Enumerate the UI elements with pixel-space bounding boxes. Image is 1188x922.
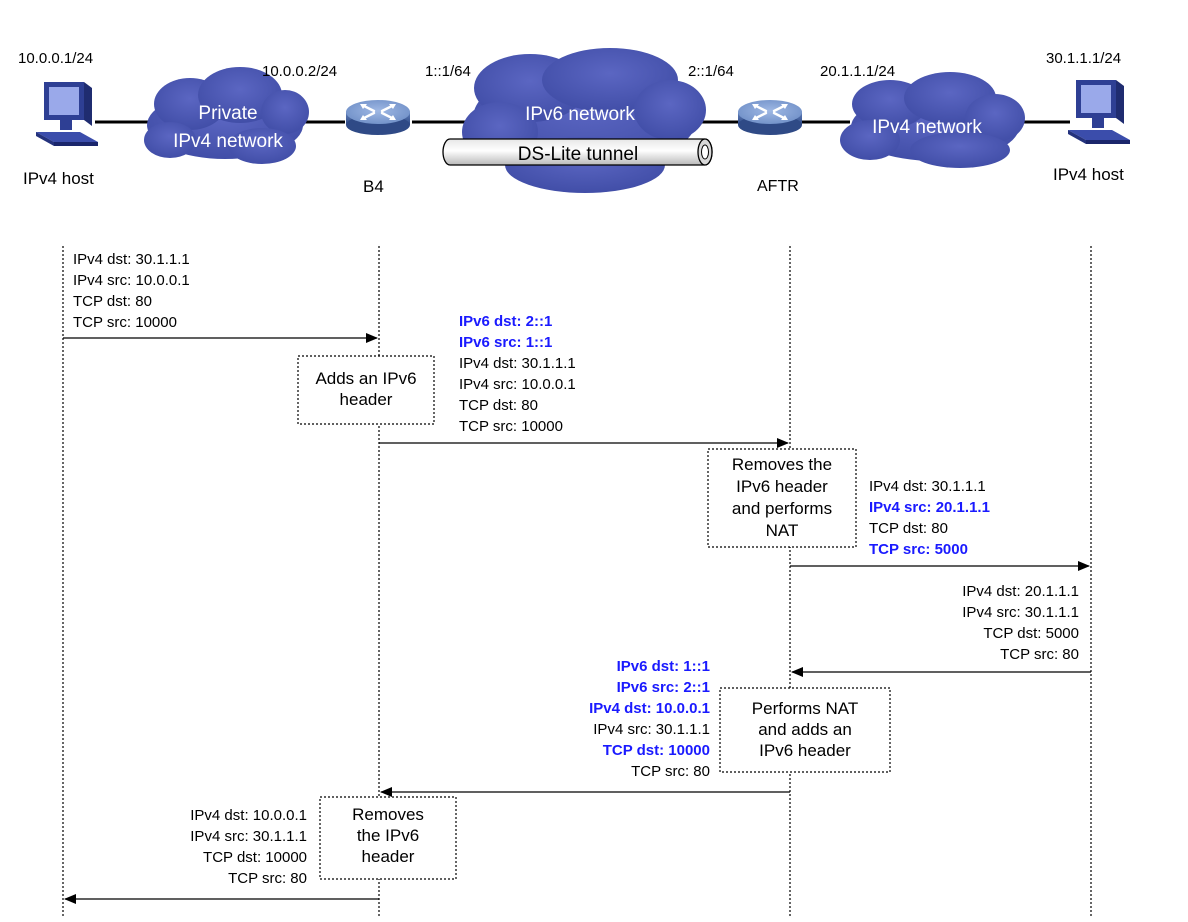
tunnel-label: DS-Lite tunnel <box>518 144 638 165</box>
b4-ip: 10.0.0.2/24 <box>262 63 337 80</box>
packet-field: IPv4 src: 10.0.0.1 <box>73 272 190 289</box>
packet-field: IPv4 dst: 30.1.1.1 <box>73 251 190 268</box>
note-nat-add-ipv6-header: Performs NAT and adds an IPv6 header <box>719 687 891 773</box>
note-text-line: NAT <box>766 521 799 540</box>
packet-field: TCP src: 10000 <box>459 418 563 435</box>
packet-field-changed: IPv4 src: 20.1.1.1 <box>869 499 990 516</box>
ipv4-network-cloud: IPv4 network <box>840 72 1025 168</box>
router-icon <box>736 98 804 137</box>
aftr-ip: 20.1.1.1/24 <box>820 63 895 80</box>
packet-field-changed: IPv6 src: 2::1 <box>617 679 710 696</box>
packet-field: TCP src: 80 <box>1000 646 1079 663</box>
note-text-line: Removes the <box>732 455 832 474</box>
packet-field: IPv4 src: 30.1.1.1 <box>962 604 1079 621</box>
aftr-name: AFTR <box>757 178 799 195</box>
private-cloud-label-line2: IPv4 network <box>173 131 283 152</box>
ipv6-left-ip: 1::1/64 <box>425 63 471 80</box>
ipv6-cloud-label: IPv6 network <box>525 104 635 125</box>
packet-field: IPv4 src: 30.1.1.1 <box>190 828 307 845</box>
left-host-name: IPv4 host <box>23 169 94 188</box>
computer-icon <box>36 82 98 146</box>
note-text-line: Removes <box>352 805 424 824</box>
right-ipv4-host: 30.1.1.1/24 IPv4 host <box>1046 50 1130 184</box>
computer-icon <box>1068 80 1130 144</box>
left-ipv4-host: 10.0.0.1/24 IPv4 host <box>18 50 98 188</box>
packet-field: TCP dst: 80 <box>869 520 948 537</box>
packet-field-changed: IPv4 dst: 10.0.0.1 <box>589 700 710 717</box>
note-text-line: header <box>362 847 415 866</box>
note-text-line: the IPv6 <box>357 826 419 845</box>
private-cloud-label-line1: Private <box>198 103 257 124</box>
router-icon <box>344 98 412 137</box>
b4-name: B4 <box>363 177 384 196</box>
right-host-name: IPv4 host <box>1053 165 1124 184</box>
packet-field: IPv4 dst: 30.1.1.1 <box>869 478 986 495</box>
b4-router: 10.0.0.2/24 B4 <box>262 63 412 196</box>
packet-field: TCP dst: 10000 <box>203 849 307 866</box>
note-text-line: Performs NAT <box>752 699 858 718</box>
packet-field: IPv4 src: 10.0.0.1 <box>459 376 576 393</box>
note-text-line: IPv6 header <box>759 741 851 760</box>
note-text-line: and adds an <box>758 720 852 739</box>
packet-field-changed: IPv6 dst: 1::1 <box>617 658 710 675</box>
ipv4-cloud-label: IPv4 network <box>872 117 982 138</box>
packet-field: TCP dst: 5000 <box>983 625 1079 642</box>
note-text-line: IPv6 header <box>736 477 828 496</box>
packet-field-changed: TCP dst: 10000 <box>603 742 710 759</box>
private-ipv4-network-cloud: Private IPv4 network <box>144 67 309 164</box>
packet-field: IPv4 dst: 10.0.0.1 <box>190 807 307 824</box>
note-text-line: and performs <box>732 499 832 518</box>
note-remove-ipv6-header: Removes the IPv6 header <box>319 796 457 880</box>
note-add-ipv6-header: Adds an IPv6 header <box>297 355 435 425</box>
packet-field: TCP src: 80 <box>228 870 307 887</box>
ipv6-right-ip: 2::1/64 <box>688 63 734 80</box>
packet-field-changed: IPv6 dst: 2::1 <box>459 313 552 330</box>
packet-field-changed: IPv6 src: 1::1 <box>459 334 552 351</box>
ds-lite-tunnel: DS-Lite tunnel <box>442 138 713 166</box>
packet-field: TCP src: 80 <box>631 763 710 780</box>
packet-field: TCP dst: 80 <box>459 397 538 414</box>
right-host-ip: 30.1.1.1/24 <box>1046 50 1121 67</box>
left-host-ip: 10.0.0.1/24 <box>18 50 93 67</box>
ipv6-network-cloud: IPv6 network 1::1/64 2::1/64 <box>425 48 734 193</box>
note-text-line: Adds an IPv6 <box>315 369 416 388</box>
packet-field: TCP dst: 80 <box>73 293 152 310</box>
packet-field-changed: TCP src: 5000 <box>869 541 968 558</box>
note-text-line: header <box>340 390 393 409</box>
aftr-router: 20.1.1.1/24 AFTR <box>736 63 895 195</box>
packet-field: IPv4 dst: 20.1.1.1 <box>962 583 1079 600</box>
packet-field: IPv4 src: 30.1.1.1 <box>593 721 710 738</box>
packet-field: TCP src: 10000 <box>73 314 177 331</box>
packet-field: IPv4 dst: 30.1.1.1 <box>459 355 576 372</box>
message-arrows <box>63 333 1091 904</box>
